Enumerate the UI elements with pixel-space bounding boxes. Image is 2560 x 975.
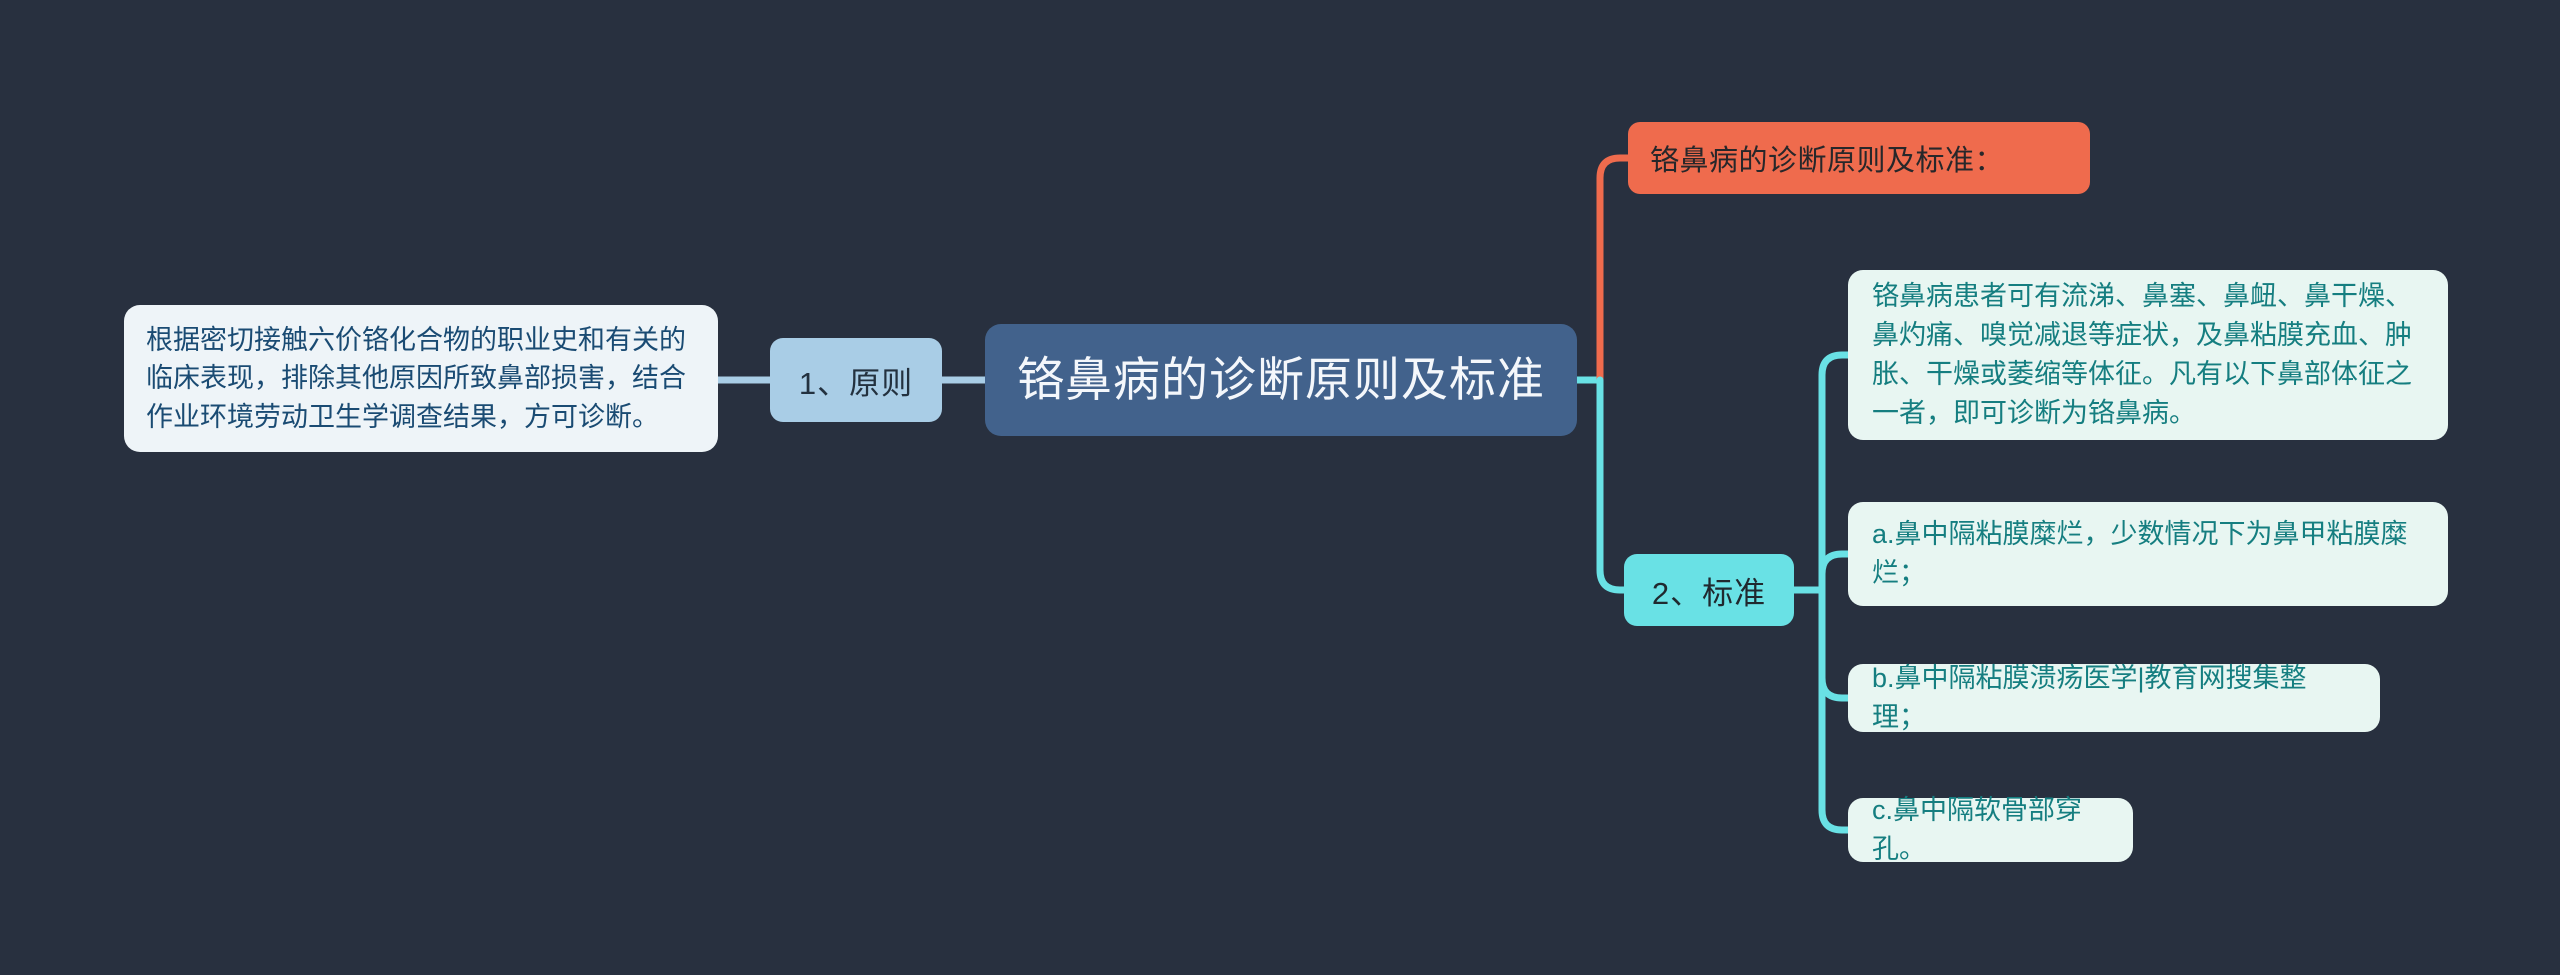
connector-root-to-banner [1596, 154, 1632, 384]
node-leaf-symptoms-label: 铬鼻病患者可有流涕、鼻塞、鼻衄、鼻干燥、鼻灼痛、嗅觉减退等症状，及鼻粘膜充血、肿… [1872, 280, 2412, 429]
node-principle-detail[interactable]: 根据密切接触六价铬化合物的职业史和有关的临床表现，排除其他原因所致鼻部损害，结合… [124, 305, 718, 452]
node-root-label: 铬鼻病的诊断原则及标准 [1017, 353, 1545, 407]
node-leaf-sign-a[interactable]: a.鼻中隔粘膜糜烂，少数情况下为鼻甲粘膜糜烂； [1848, 502, 2448, 606]
connector-standard-to-leaf-2 [1818, 586, 1852, 702]
node-standard[interactable]: 2、标准 [1624, 554, 1794, 626]
node-title-banner-label: 铬鼻病的诊断原则及标准： [1650, 145, 2005, 177]
node-principle-detail-label: 根据密切接触六价铬化合物的职业史和有关的临床表现，排除其他原因所致鼻部损害，结合… [146, 325, 686, 432]
node-leaf-symptoms[interactable]: 铬鼻病患者可有流涕、鼻塞、鼻衄、鼻干燥、鼻灼痛、嗅觉减退等症状，及鼻粘膜充血、肿… [1848, 270, 2448, 440]
node-leaf-sign-c-label: c.鼻中隔软骨部穿孔。 [1872, 794, 2083, 864]
node-standard-label: 2、标准 [1651, 575, 1767, 611]
node-leaf-sign-b[interactable]: b.鼻中隔粘膜溃疡医学|教育网搜集整理； [1848, 663, 2380, 732]
node-leaf-sign-c[interactable]: c.鼻中隔软骨部穿孔。 [1848, 795, 2133, 864]
node-root[interactable]: 铬鼻病的诊断原则及标准 [985, 324, 1577, 436]
connector-root-to-standard [1596, 376, 1628, 594]
connector-standard-to-leaf-3 [1818, 586, 1852, 834]
connector-standard-to-leaf-0 [1818, 351, 1852, 594]
node-title-banner[interactable]: 铬鼻病的诊断原则及标准： [1628, 122, 2090, 194]
node-principle-label: 1、原则 [798, 365, 914, 401]
connector-standard-to-leaf-1 [1818, 550, 1852, 594]
node-leaf-sign-a-label: a.鼻中隔粘膜糜烂，少数情况下为鼻甲粘膜糜烂； [1872, 518, 2408, 588]
node-leaf-sign-b-label: b.鼻中隔粘膜溃疡医学|教育网搜集整理； [1872, 662, 2307, 732]
node-principle[interactable]: 1、原则 [770, 338, 942, 422]
